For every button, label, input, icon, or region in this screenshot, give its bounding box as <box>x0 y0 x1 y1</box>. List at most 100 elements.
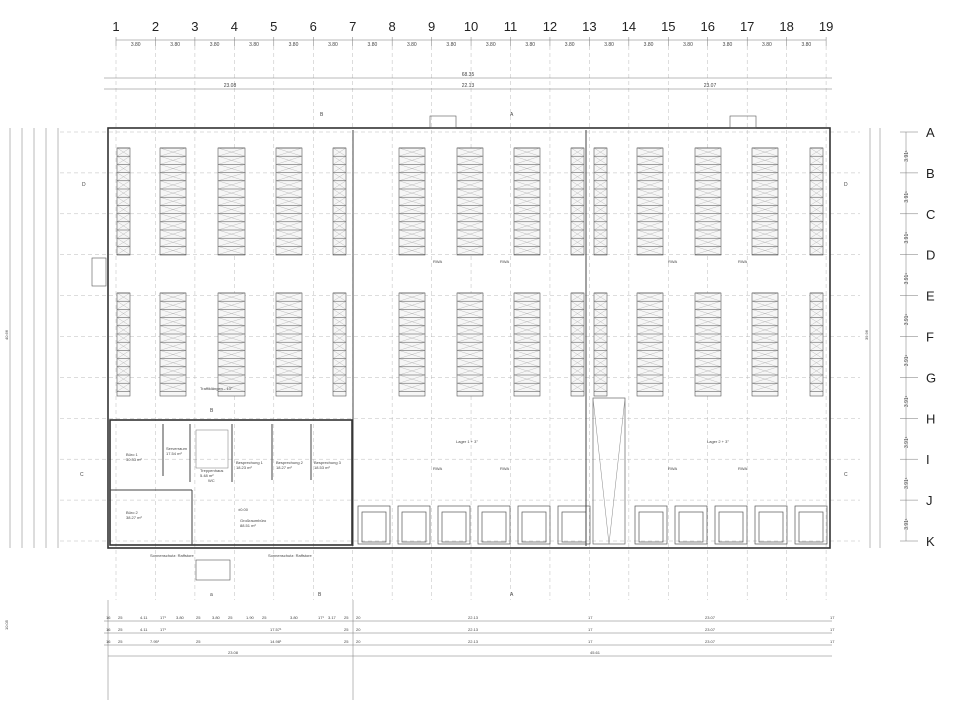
storage-rack <box>593 147 608 256</box>
column-axis-label: 1 <box>112 19 119 34</box>
structural-grid <box>9 37 918 700</box>
column-spacing-dimension: 3.80 <box>801 42 811 48</box>
section-marker: B <box>210 408 214 414</box>
row-spacing-dimension: 3.91¹ <box>904 191 910 203</box>
loading-dock <box>754 505 788 545</box>
row-axis-label: B <box>926 166 935 181</box>
smoke-vent-label: RWA <box>433 259 442 264</box>
column-axis-label: 4 <box>231 19 238 34</box>
column-axis-label: 16 <box>701 19 715 34</box>
bottom-dimension: 25 <box>344 615 349 620</box>
section-marker: B <box>318 592 322 598</box>
room-name-label: Besprechung 3 <box>314 460 342 465</box>
bottom-dimension: 25 <box>118 627 123 632</box>
column-spacing-dimension: 3.80 <box>210 42 220 48</box>
storage-rack <box>275 147 303 256</box>
room-area-label: 18.53 m² <box>314 465 330 470</box>
storage-rack <box>456 147 484 256</box>
row-spacing-dimension: 3.91¹ <box>904 150 910 162</box>
left-total-dimension: 40.66 <box>4 329 9 340</box>
storage-rack <box>809 292 824 397</box>
loading-dock <box>674 505 708 545</box>
room-area-label: 5.48 m² <box>200 473 214 478</box>
room-name-label: Großraumbüro <box>240 518 267 523</box>
bottom-dimension: 17 <box>830 615 835 620</box>
column-spacing-dimension: 3.80 <box>644 42 654 48</box>
bottom-dimension: 16 <box>106 639 111 644</box>
bottom-dimension: 17 <box>588 639 593 644</box>
loading-dock <box>634 505 668 545</box>
bottom-dimension: 4.11 <box>140 627 148 632</box>
column-axis-label: 14 <box>622 19 636 34</box>
room-name-label: Büro 2 <box>126 510 139 515</box>
storage-rack <box>570 292 585 397</box>
bottom-dimension: 17¹ <box>318 615 324 620</box>
column-axis-label: 6 <box>310 19 317 34</box>
row-spacing-dimension: 3.91¹ <box>904 354 910 366</box>
row-axis-label: G <box>926 370 936 385</box>
column-spacing-dimension: 3.80 <box>486 42 496 48</box>
column-spacing-dimension: 3.80 <box>565 42 575 48</box>
storage-rack <box>751 292 779 397</box>
row-axis-label: K <box>926 534 935 549</box>
loading-dock <box>557 505 591 545</box>
bottom-dimension: 17 <box>588 615 593 620</box>
column-axis-label: 8 <box>389 19 396 34</box>
room-name-label: Treppenhaus <box>200 468 223 473</box>
loading-dock <box>477 505 511 545</box>
bottom-dimension: 23.07 <box>705 627 716 632</box>
smoke-vent-label: RWA <box>500 259 509 264</box>
bottom-dimension: 17.57¹ <box>270 627 282 632</box>
room-area-label: 18.23 m² <box>236 465 252 470</box>
traffic-label: Traffiklängen - 13° <box>200 386 233 391</box>
bottom-total-dimension: 45.61 <box>590 650 601 655</box>
column-spacing-dimension: 3.80 <box>407 42 417 48</box>
bottom-dimension: 16 <box>106 627 111 632</box>
bottom-dimension: 4.11 <box>140 615 148 620</box>
column-spacing-dimension: 3.80 <box>289 42 299 48</box>
loading-dock <box>437 505 471 545</box>
row-spacing-dimension: 3.91¹ <box>904 232 910 244</box>
bottom-dimension: 16 <box>106 615 111 620</box>
row-spacing-dimension: 3.91¹ <box>904 436 910 448</box>
row-axis-label: I <box>926 452 930 467</box>
room-name-label: Büro 1 <box>126 452 139 457</box>
bottom-dimension: 25 <box>118 615 123 620</box>
loading-dock <box>794 505 828 545</box>
loading-dock <box>397 505 431 545</box>
column-spacing-dimension: 3.80 <box>525 42 535 48</box>
bottom-dimension: 3.80 <box>212 615 221 620</box>
column-spacing-dimension: 3.80 <box>762 42 772 48</box>
storage-rack <box>694 292 722 397</box>
wc-label: WC <box>208 478 215 483</box>
bottom-dimension: 23.07 <box>705 615 716 620</box>
storage-rack <box>456 292 484 397</box>
bottom-dimension: 7.95¹ <box>150 639 160 644</box>
smoke-vent-label: RWA <box>668 466 677 471</box>
section-marker: A <box>510 112 514 118</box>
room-area-label: 30.33 m² <box>126 457 142 462</box>
row-axis-label: J <box>926 493 933 508</box>
building-outline <box>91 115 831 581</box>
right-total-dimension: 39.96 <box>864 329 869 340</box>
storage-rack <box>513 292 541 397</box>
bottom-dimension: 25 <box>118 639 123 644</box>
storage-rack <box>332 147 347 256</box>
bottom-dimension: 22.13 <box>468 627 479 632</box>
row-spacing-dimension: 3.91¹ <box>904 477 910 489</box>
section-marker: C <box>80 472 84 478</box>
bottom-dimension: 17¹ <box>160 615 166 620</box>
row-spacing-dimension: 3.91¹ <box>904 314 910 326</box>
column-axis-label: 15 <box>661 19 675 34</box>
bottom-dimension: 22.13 <box>468 615 479 620</box>
row-axis-label: D <box>926 248 935 263</box>
section-marker: B <box>320 112 324 118</box>
row-spacing-dimension: 3.91¹ <box>904 518 910 530</box>
column-spacing-dimension: 3.80 <box>446 42 456 48</box>
storage-rack <box>809 147 824 256</box>
smoke-vent-label: RWA <box>738 259 747 264</box>
smoke-vent-label: RWA <box>433 466 442 471</box>
storage-rack <box>217 147 246 256</box>
overall-length-dimension: 68.35 <box>462 72 475 78</box>
